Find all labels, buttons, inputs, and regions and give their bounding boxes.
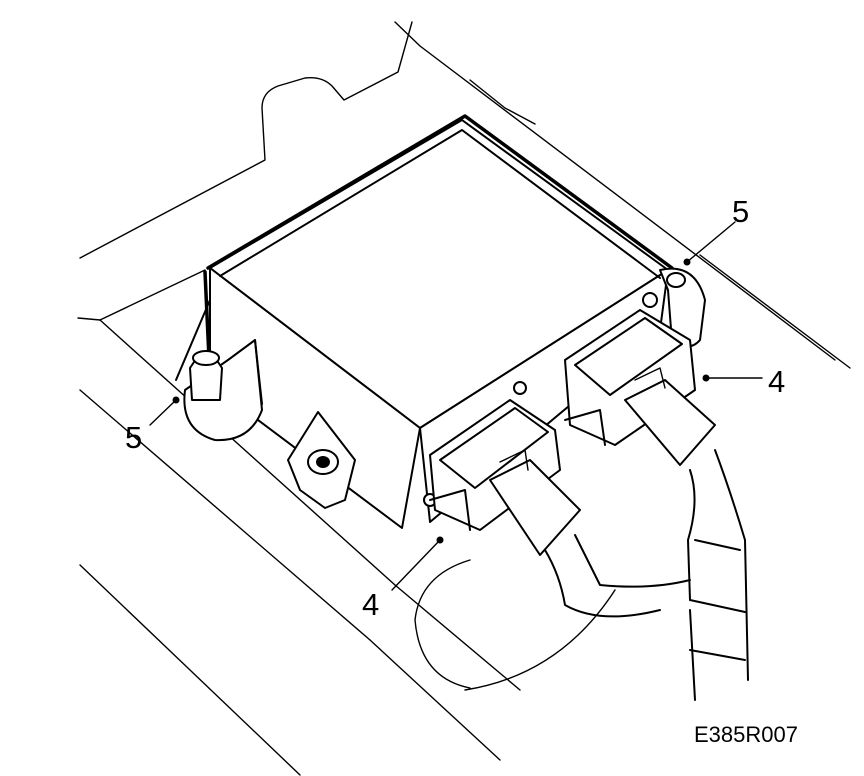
connector-upper <box>564 309 716 466</box>
mounting-panel-outline <box>77 21 851 776</box>
front-mounting-bracket <box>287 411 356 509</box>
connector-lower <box>429 399 581 556</box>
wiring-harness <box>544 449 749 701</box>
callout-label-right: 4 <box>768 364 785 399</box>
callout-label-left: 5 <box>125 420 142 455</box>
callout-label-top-right: 5 <box>732 194 749 229</box>
left-mounting-bracket <box>175 299 263 442</box>
callout-leaders <box>149 221 763 591</box>
drawing-code: E385R007 <box>694 722 798 747</box>
callout-label-bottom: 4 <box>362 587 379 622</box>
